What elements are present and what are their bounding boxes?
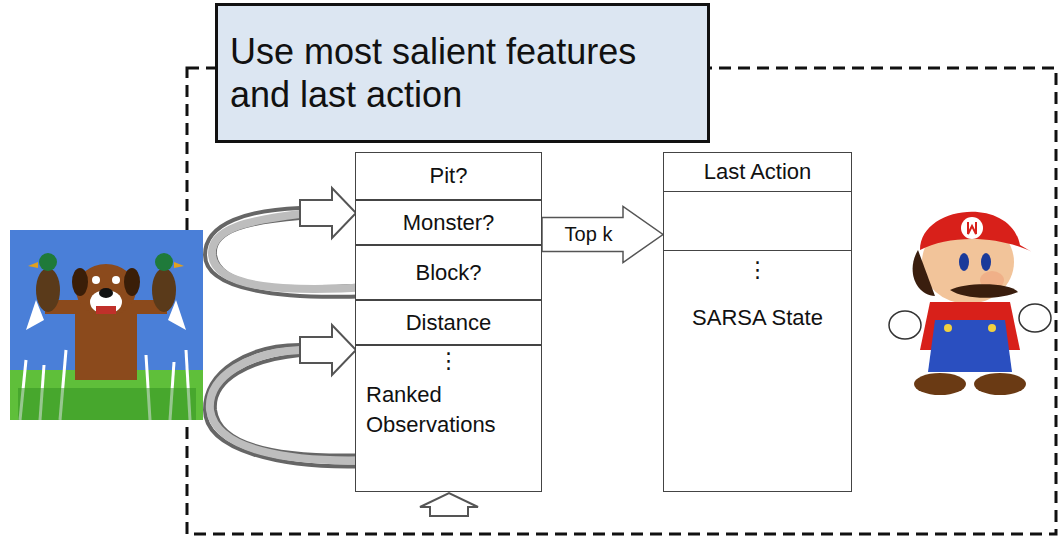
ellipsis-mark: ⋮ bbox=[438, 350, 460, 372]
feature-cell: Monster? bbox=[355, 200, 542, 245]
duck-hunt-picture bbox=[10, 230, 203, 420]
label-text: Distance bbox=[406, 310, 492, 336]
feature-cell: Block? bbox=[355, 245, 542, 300]
label-text: Last Action bbox=[664, 153, 851, 192]
label-text: SARSA State bbox=[664, 303, 851, 333]
feature-cell: Pit? bbox=[355, 152, 542, 200]
label-text: Use most salient features and last actio… bbox=[230, 30, 695, 116]
label-text: Monster? bbox=[403, 210, 495, 236]
block-arrow bbox=[542, 207, 663, 263]
feature-cell: Distance bbox=[355, 300, 542, 345]
observation-cell: ⋮ Ranked Observations bbox=[355, 345, 542, 492]
label-text: Ranked Observations bbox=[366, 380, 531, 439]
edge-label: Top k bbox=[563, 223, 615, 246]
label-text: Block? bbox=[415, 260, 481, 286]
callout-box: Use most salient features and last actio… bbox=[215, 3, 710, 143]
state-column: Last Action ⋮ SARSA State bbox=[663, 152, 852, 492]
ellipsis-mark: ⋮ bbox=[664, 259, 851, 281]
mario-figure bbox=[889, 212, 1051, 395]
label-text: Pit? bbox=[430, 163, 468, 189]
empty-slot bbox=[664, 192, 851, 251]
